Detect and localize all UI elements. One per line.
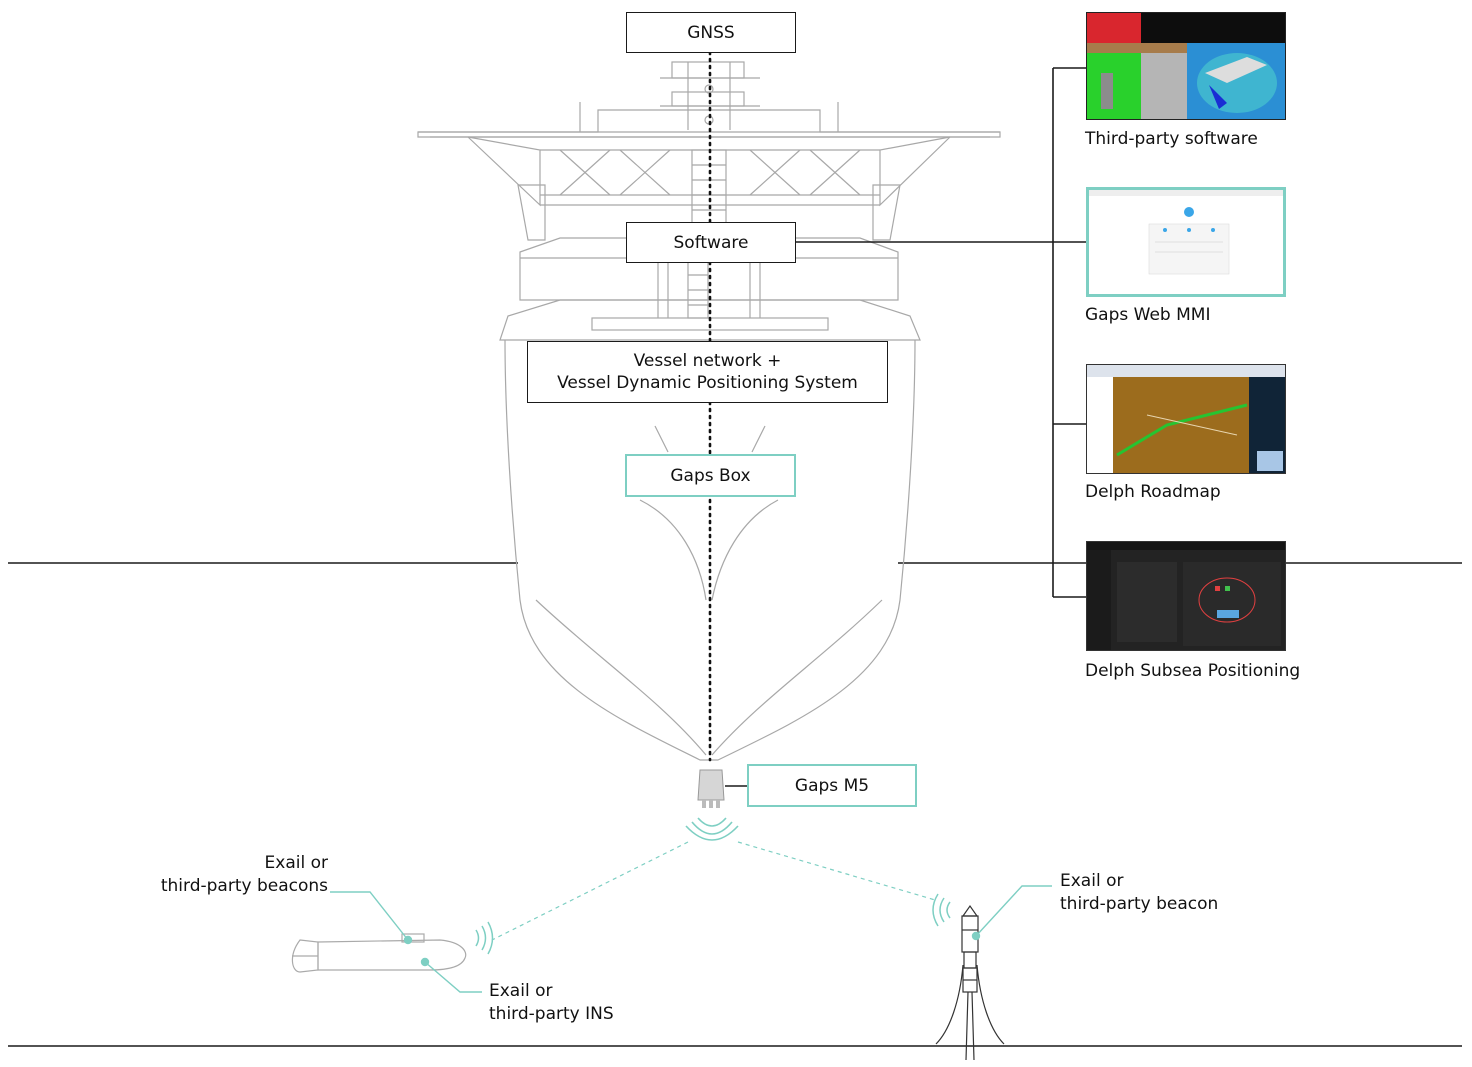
acoustic-waves-top xyxy=(685,817,739,841)
gaps-m5-device xyxy=(697,769,725,808)
beacon-label-line2: third-party beacon xyxy=(1060,894,1219,914)
acoustic-waves-beacon xyxy=(932,893,951,927)
software-bus xyxy=(725,67,1087,787)
software-box: Software xyxy=(626,222,796,263)
delph-subsea-positioning-caption: Delph Subsea Positioning xyxy=(1085,661,1301,681)
delph-subsea-positioning-screenshot xyxy=(1086,541,1286,651)
seabed-beacon xyxy=(930,904,1010,1061)
gaps-web-mmi-image xyxy=(1089,190,1283,275)
gaps-web-mmi-caption: Gaps Web MMI xyxy=(1085,305,1211,325)
ins-label-line1: Exail or xyxy=(489,981,553,1001)
auv-callouts xyxy=(330,891,482,993)
beacons-label: Exail or third-party beacons xyxy=(120,852,328,898)
vessel-network-line1: Vessel network + xyxy=(633,351,782,371)
beacon-callout xyxy=(971,885,1052,941)
auv-vehicle xyxy=(291,933,467,973)
delph-roadmap-caption: Delph Roadmap xyxy=(1085,482,1221,502)
gaps-m5-box: Gaps M5 xyxy=(747,764,917,807)
gaps-box: Gaps Box xyxy=(625,454,796,497)
third-party-software-image xyxy=(1087,13,1285,119)
beacons-label-line1: Exail or xyxy=(264,853,328,873)
delph-roadmap-screenshot xyxy=(1086,364,1286,474)
third-party-software-caption: Third-party software xyxy=(1085,129,1258,149)
ins-label: Exail or third-party INS xyxy=(489,980,614,1026)
delph-subsea-positioning-image xyxy=(1087,542,1285,650)
acoustic-waves-auv xyxy=(475,921,494,955)
delph-roadmap-image xyxy=(1087,365,1285,473)
gnss-box: GNSS xyxy=(626,12,796,53)
beacon-label-line1: Exail or xyxy=(1060,871,1124,891)
vessel-network-line2: Vessel Dynamic Positioning System xyxy=(557,373,858,393)
beacon-label: Exail or third-party beacon xyxy=(1060,870,1218,916)
third-party-software-screenshot xyxy=(1086,12,1286,120)
vessel-network-box: Vessel network + Vessel Dynamic Position… xyxy=(527,341,888,403)
beacons-label-line2: third-party beacons xyxy=(160,876,328,896)
ins-label-line2: third-party INS xyxy=(489,1004,614,1024)
gaps-web-mmi-screenshot xyxy=(1086,187,1286,297)
acoustic-links xyxy=(491,841,936,941)
